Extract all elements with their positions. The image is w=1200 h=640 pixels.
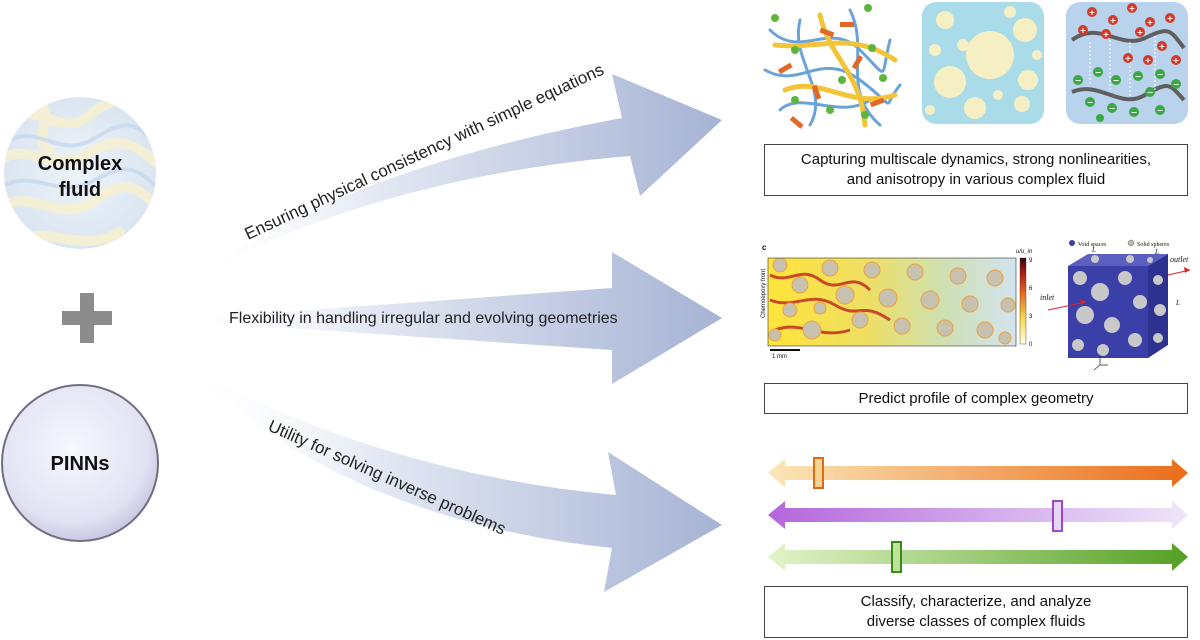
- colorbar-tick: 0: [1029, 342, 1033, 348]
- figure-y-label: Chemoepoxy front: [761, 269, 767, 318]
- svg-text:−: −: [1087, 98, 1094, 107]
- legend-solid: Solid spheres: [1137, 242, 1170, 248]
- svg-text:+: +: [1125, 54, 1132, 63]
- arrow-middle: [170, 252, 722, 384]
- svg-text:−: −: [1113, 76, 1120, 85]
- svg-text:−: −: [1109, 104, 1116, 113]
- polyelectrolyte-illustration: +++ +++ +++ +++ −−− −−− −−− −−: [1066, 2, 1188, 124]
- negative-ions: [1073, 67, 1181, 122]
- svg-text:−: −: [1157, 70, 1164, 79]
- green-scale-bar: [768, 541, 1188, 573]
- positive-ions: [1078, 3, 1181, 65]
- colorbar-tick: 3: [1029, 314, 1033, 320]
- svg-text:+: +: [1103, 30, 1110, 39]
- purple-scale-bar: [768, 500, 1188, 532]
- caption-box-top: Capturing multiscale dynamics, strong no…: [764, 144, 1188, 196]
- colorbar-tick: 9: [1029, 258, 1033, 264]
- complex-fluid-line2: fluid: [58, 179, 102, 201]
- arrow-top: [185, 74, 722, 285]
- scale-bar-label: 1 mm: [772, 354, 787, 360]
- svg-text:−: −: [1157, 106, 1164, 115]
- svg-text:−: −: [1075, 76, 1082, 85]
- pinns-label: PINNs: [50, 453, 110, 475]
- panel-letter: c: [762, 243, 767, 252]
- caption-box-middle: Predict profile of complex geometry: [764, 383, 1188, 414]
- arrow-middle-label: Flexibility in handling irregular and ev…: [229, 310, 618, 327]
- porous-flow-figure: c Chemoepoxy front 1 mm u/u_in 9: [761, 243, 1033, 360]
- outlet-label: outlet: [1170, 255, 1189, 264]
- dim-ly: L: [1154, 248, 1159, 256]
- svg-text:+: +: [1159, 42, 1166, 51]
- svg-text:−: −: [1095, 68, 1102, 77]
- porous-cube-figure: Void spaces Solid spheres inlet outlet L…: [1040, 239, 1191, 371]
- complex-fluid-line1: Complex: [37, 153, 123, 175]
- inlet-label: inlet: [1040, 293, 1055, 302]
- orange-scale-bar: [768, 457, 1188, 489]
- legend-void: Void spaces: [1078, 242, 1107, 248]
- plus-icon: [62, 293, 112, 343]
- svg-text:+: +: [1173, 56, 1180, 65]
- svg-text:−: −: [1135, 72, 1142, 81]
- arrow-bottom: [185, 365, 722, 592]
- svg-text:−: −: [1131, 108, 1138, 117]
- caption-bottom-line2: diverse classes of complex fluids: [866, 613, 1086, 630]
- pinns-circle: [1, 384, 159, 542]
- caption-top-line2: and anisotropy in various complex fluid: [846, 171, 1106, 188]
- svg-text:+: +: [1080, 26, 1087, 35]
- svg-text:+: +: [1145, 56, 1152, 65]
- colorbar-tick: 6: [1029, 286, 1033, 292]
- svg-text:−: −: [1173, 80, 1180, 89]
- dim-lz: L: [1175, 299, 1180, 307]
- caption-middle: Predict profile of complex geometry: [858, 389, 1094, 407]
- svg-text:+: +: [1137, 28, 1144, 37]
- svg-text:+: +: [1110, 16, 1117, 25]
- svg-text:+: +: [1147, 18, 1154, 27]
- axes-icon: [1093, 356, 1108, 371]
- caption-bottom-line1: Classify, characterize, and analyze: [860, 593, 1092, 610]
- polymer-network-illustration: [763, 4, 902, 129]
- complex-fluid-label: Complex fluid: [20, 151, 140, 203]
- dim-lx: L: [1091, 246, 1096, 254]
- svg-text:+: +: [1129, 4, 1136, 13]
- caption-top-line1: Capturing multiscale dynamics, strong no…: [800, 151, 1152, 168]
- orange-scale-marker: [813, 457, 824, 489]
- caption-box-bottom: Classify, characterize, and analyze dive…: [764, 586, 1188, 638]
- green-scale-marker: [891, 541, 902, 573]
- svg-text:+: +: [1167, 14, 1174, 23]
- svg-text:−: −: [1147, 88, 1154, 97]
- purple-scale-marker: [1052, 500, 1063, 532]
- emulsion-illustration: [922, 2, 1044, 124]
- colorbar-title: u/u_in: [1016, 249, 1033, 255]
- svg-text:+: +: [1089, 8, 1096, 17]
